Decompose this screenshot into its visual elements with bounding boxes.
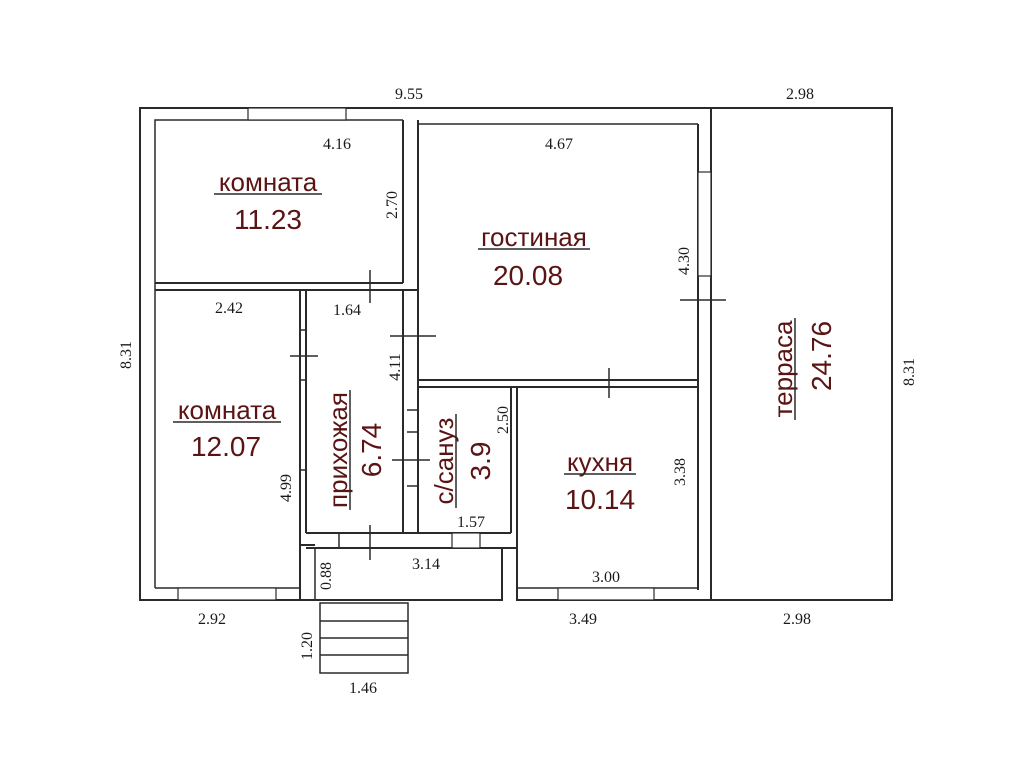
dim-bath-width: 1.57 bbox=[457, 514, 485, 531]
windows bbox=[177, 107, 712, 601]
dim-bottom-terrace: 2.98 bbox=[783, 611, 811, 628]
room2-name: комната bbox=[178, 395, 277, 425]
dim-living-width: 4.67 bbox=[545, 136, 573, 153]
dimension-labels: 9.55 2.98 2.98 8.31 8.31 4.16 2.70 4.67 … bbox=[118, 86, 918, 697]
terrace-area: 24.76 bbox=[806, 321, 837, 391]
dim-left-height: 8.31 bbox=[118, 341, 135, 369]
window-bath bbox=[451, 532, 481, 549]
room2-area: 12.07 bbox=[191, 431, 261, 462]
dim-porch-depth: 0.88 bbox=[318, 562, 335, 590]
window-room2 bbox=[177, 587, 277, 601]
room1-name: комната bbox=[219, 167, 318, 197]
window-kitchen bbox=[557, 587, 655, 601]
dim-steps-width: 1.46 bbox=[349, 680, 377, 697]
dim-room1-depth: 2.70 bbox=[384, 191, 401, 219]
dim-right-height: 8.31 bbox=[901, 358, 918, 386]
dim-kitchen-bottom: 3.49 bbox=[569, 611, 597, 628]
kitchen-name: кухня bbox=[567, 447, 633, 477]
living-name: гостиная bbox=[481, 222, 587, 252]
dim-hall-width: 1.64 bbox=[333, 302, 361, 319]
hall-area: 6.74 bbox=[356, 423, 387, 478]
terrace-name: терраса bbox=[768, 320, 798, 417]
dim-bath-depth: 2.50 bbox=[495, 406, 512, 434]
kitchen-area: 10.14 bbox=[565, 484, 635, 515]
dim-top-terrace: 2.98 bbox=[786, 86, 814, 103]
dim-hall-depth: 4.11 bbox=[387, 353, 404, 380]
room-labels: комната 11.23 гостиная 20.08 комната 12.… bbox=[173, 167, 837, 515]
dim-room2-depth: 4.99 bbox=[278, 474, 295, 502]
dim-kitchen-depth: 3.38 bbox=[672, 458, 689, 486]
room1-area: 11.23 bbox=[234, 204, 302, 235]
entrance-steps bbox=[319, 602, 409, 674]
living-area: 20.08 bbox=[493, 260, 563, 291]
dim-top-main: 9.55 bbox=[395, 86, 423, 103]
dim-steps-depth: 1.20 bbox=[299, 632, 316, 660]
bath-area: 3.9 bbox=[465, 442, 496, 481]
dim-room2-width: 2.42 bbox=[215, 300, 243, 317]
dim-room2-bottom: 2.92 bbox=[198, 611, 226, 628]
window-living bbox=[697, 171, 712, 277]
dim-room1-width: 4.16 bbox=[323, 136, 351, 153]
door-marks bbox=[290, 270, 726, 560]
bath-name: с/сануз bbox=[429, 418, 459, 505]
dim-kitchen-width: 3.00 bbox=[592, 569, 620, 586]
window-room1 bbox=[247, 107, 347, 121]
hall-name: прихожая bbox=[323, 392, 353, 508]
dim-porch-width: 3.14 bbox=[412, 556, 440, 573]
dim-living-depth: 4.30 bbox=[676, 247, 693, 275]
